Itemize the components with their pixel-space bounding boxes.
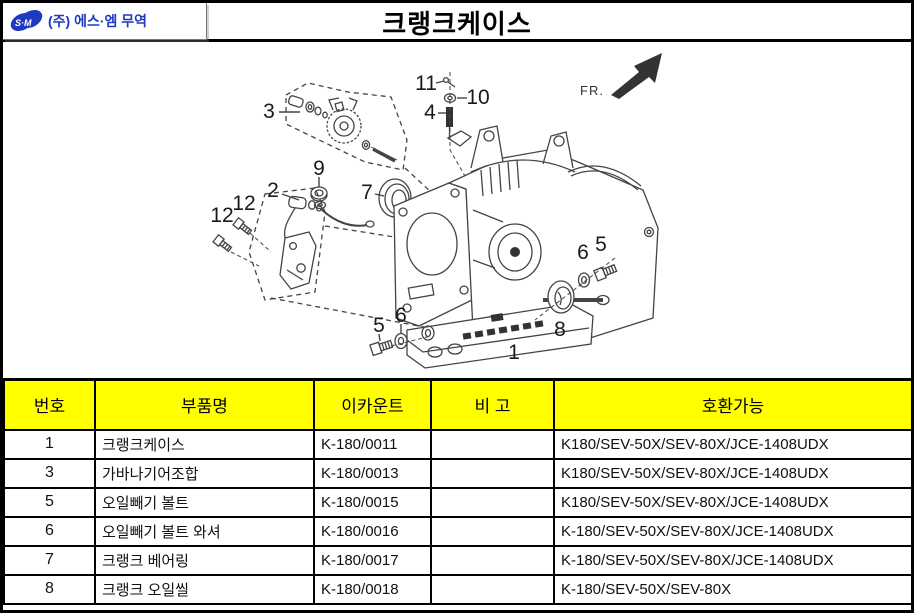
part-compat: K180/SEV-50X/SEV-80X/JCE-1408UDX	[553, 457, 911, 489]
pin-washer-bolt-group	[442, 72, 473, 177]
part-compat: K180/SEV-50X/SEV-80X/JCE-1408UDX	[553, 486, 911, 518]
engine-diagram-art: FR.	[212, 53, 662, 369]
part-name: 크랭크케이스	[94, 428, 315, 460]
part-name: 오일빼기 볼트 와셔	[94, 515, 315, 547]
governor-gear-assembly	[287, 95, 398, 163]
part-code: K-180/0016	[313, 515, 432, 547]
part-note	[430, 544, 555, 576]
column-header: 번호	[3, 378, 96, 431]
part-compat: K180/SEV-50X/SEV-80X/JCE-1408UDX	[553, 428, 911, 460]
part-code: K-180/0011	[313, 428, 432, 460]
part-number: 1	[3, 428, 96, 460]
fr-label: FR.	[580, 83, 604, 98]
svg-text:S·M: S·M	[15, 18, 32, 28]
column-header: 부품명	[94, 378, 315, 431]
part-note	[430, 515, 555, 547]
part-note	[430, 457, 555, 489]
column-header: 이카운트	[313, 378, 432, 431]
oil-seal-part-8	[547, 280, 575, 314]
part-code: K-180/0013	[313, 457, 432, 489]
governor-arm-assembly	[279, 195, 375, 290]
part-note	[430, 573, 555, 605]
washer-bolt-bottom	[369, 332, 408, 357]
part-code: K-180/0017	[313, 544, 432, 576]
part-name: 가바나기어조합	[94, 457, 315, 489]
exploded-diagram: FR.	[3, 42, 911, 378]
fr-arrow-icon	[611, 53, 662, 99]
column-header: 비 고	[430, 378, 555, 431]
washer-bolt-right	[577, 263, 618, 288]
part-note	[430, 486, 555, 518]
column-header: 호환가능	[553, 378, 911, 431]
part-compat: K-180/SEV-50X/SEV-80X	[553, 573, 911, 605]
part-compat: K-180/SEV-50X/SEV-80X/JCE-1408UDX	[553, 544, 911, 576]
part-name: 크랭크 베어링	[94, 544, 315, 576]
part-name: 오일빼기 볼트	[94, 486, 315, 518]
part-number: 7	[3, 544, 96, 576]
part-name: 크랭크 오일씰	[94, 573, 315, 605]
company-name: (주) 에스·엠 무역	[48, 13, 148, 29]
engine-body	[393, 125, 659, 369]
part-note	[430, 428, 555, 460]
sm-logo-icon: S·M	[10, 9, 43, 32]
company-logo: S·M (주) 에스·엠 무역	[3, 3, 207, 40]
part-number: 5	[3, 486, 96, 518]
part-code: K-180/0018	[313, 573, 432, 605]
part-compat: K-180/SEV-50X/SEV-80X/JCE-1408UDX	[553, 515, 911, 547]
part-number: 6	[3, 515, 96, 547]
part-number: 3	[3, 457, 96, 489]
part-code: K-180/0015	[313, 486, 432, 518]
bolt-part-12a	[232, 216, 253, 236]
dashed-group-outline-gear	[285, 82, 408, 171]
part-number: 8	[3, 573, 96, 605]
bolt-part-12b	[212, 233, 233, 253]
dashed-group-outline-arm	[248, 187, 326, 301]
